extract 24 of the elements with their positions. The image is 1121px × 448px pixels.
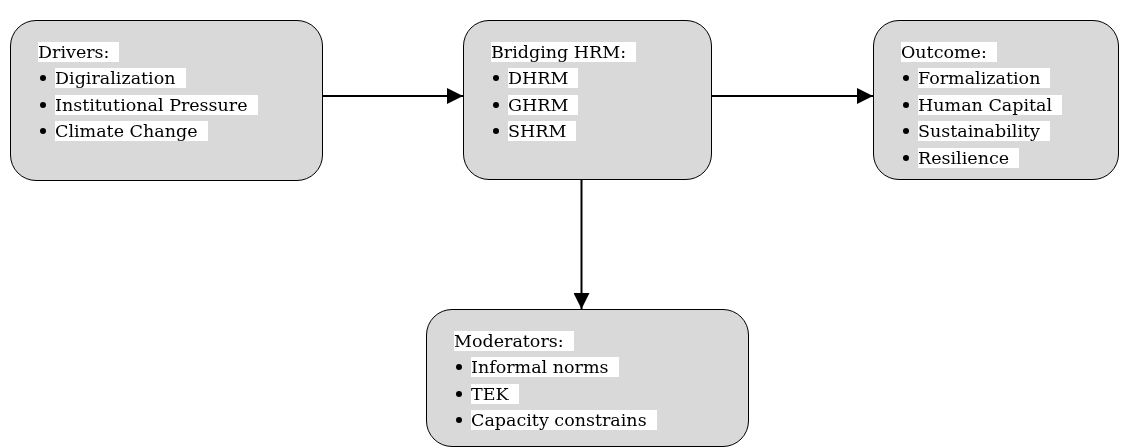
arrow [573,179,590,310]
list-item: Digiralization [55,68,186,89]
arrow [322,88,464,104]
rounded-box [463,20,712,180]
list-item: DHRM [508,68,579,89]
rounded-box [873,20,1119,180]
list-item: Climate Change [55,121,208,142]
rounded-box [426,309,749,447]
list-item: Human Capital [918,94,1063,115]
list-item: Institutional Pressure [55,94,258,115]
list-item: GHRM [508,94,579,115]
heading-text: Bridging HRM: [491,42,637,62]
arrow [711,88,874,104]
list-item: SHRM [508,121,577,142]
list-item: TEK [471,383,519,404]
list-item: Formalization [918,68,1051,89]
heading-text: Moderators: [454,331,574,351]
heading-text: Drivers: [38,42,120,62]
heading-text: Outcome: [901,42,997,62]
list-item: Sustainability [918,121,1050,142]
list-item: Informal norms [471,357,619,378]
rounded-box [10,20,323,181]
list-item: Resilience [918,147,1020,168]
list-item: Capacity constrains [471,410,657,431]
